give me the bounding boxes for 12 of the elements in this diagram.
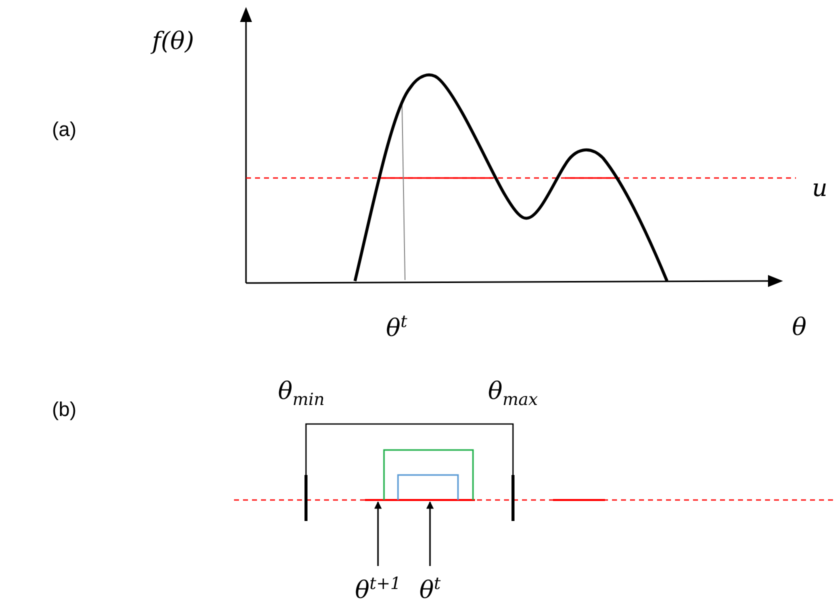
sample-label: θ$^{t}$ bbox=[386, 310, 408, 343]
sample-label: θ$^{t}$ bbox=[419, 568, 441, 605]
threshold-label: u bbox=[812, 173, 828, 203]
axis-label: θ bbox=[792, 312, 806, 342]
panel-label: (a) bbox=[52, 118, 76, 142]
arrow bbox=[374, 501, 382, 566]
sample-label: θ$^{t+1}$ bbox=[355, 568, 401, 605]
bound-label: θ$_{max}$ bbox=[488, 376, 538, 411]
panel-label: (b) bbox=[52, 398, 76, 422]
arrow bbox=[426, 501, 434, 566]
axis-label: f(θ) bbox=[152, 26, 194, 56]
bound-label: θ$_{min}$ bbox=[278, 376, 325, 411]
